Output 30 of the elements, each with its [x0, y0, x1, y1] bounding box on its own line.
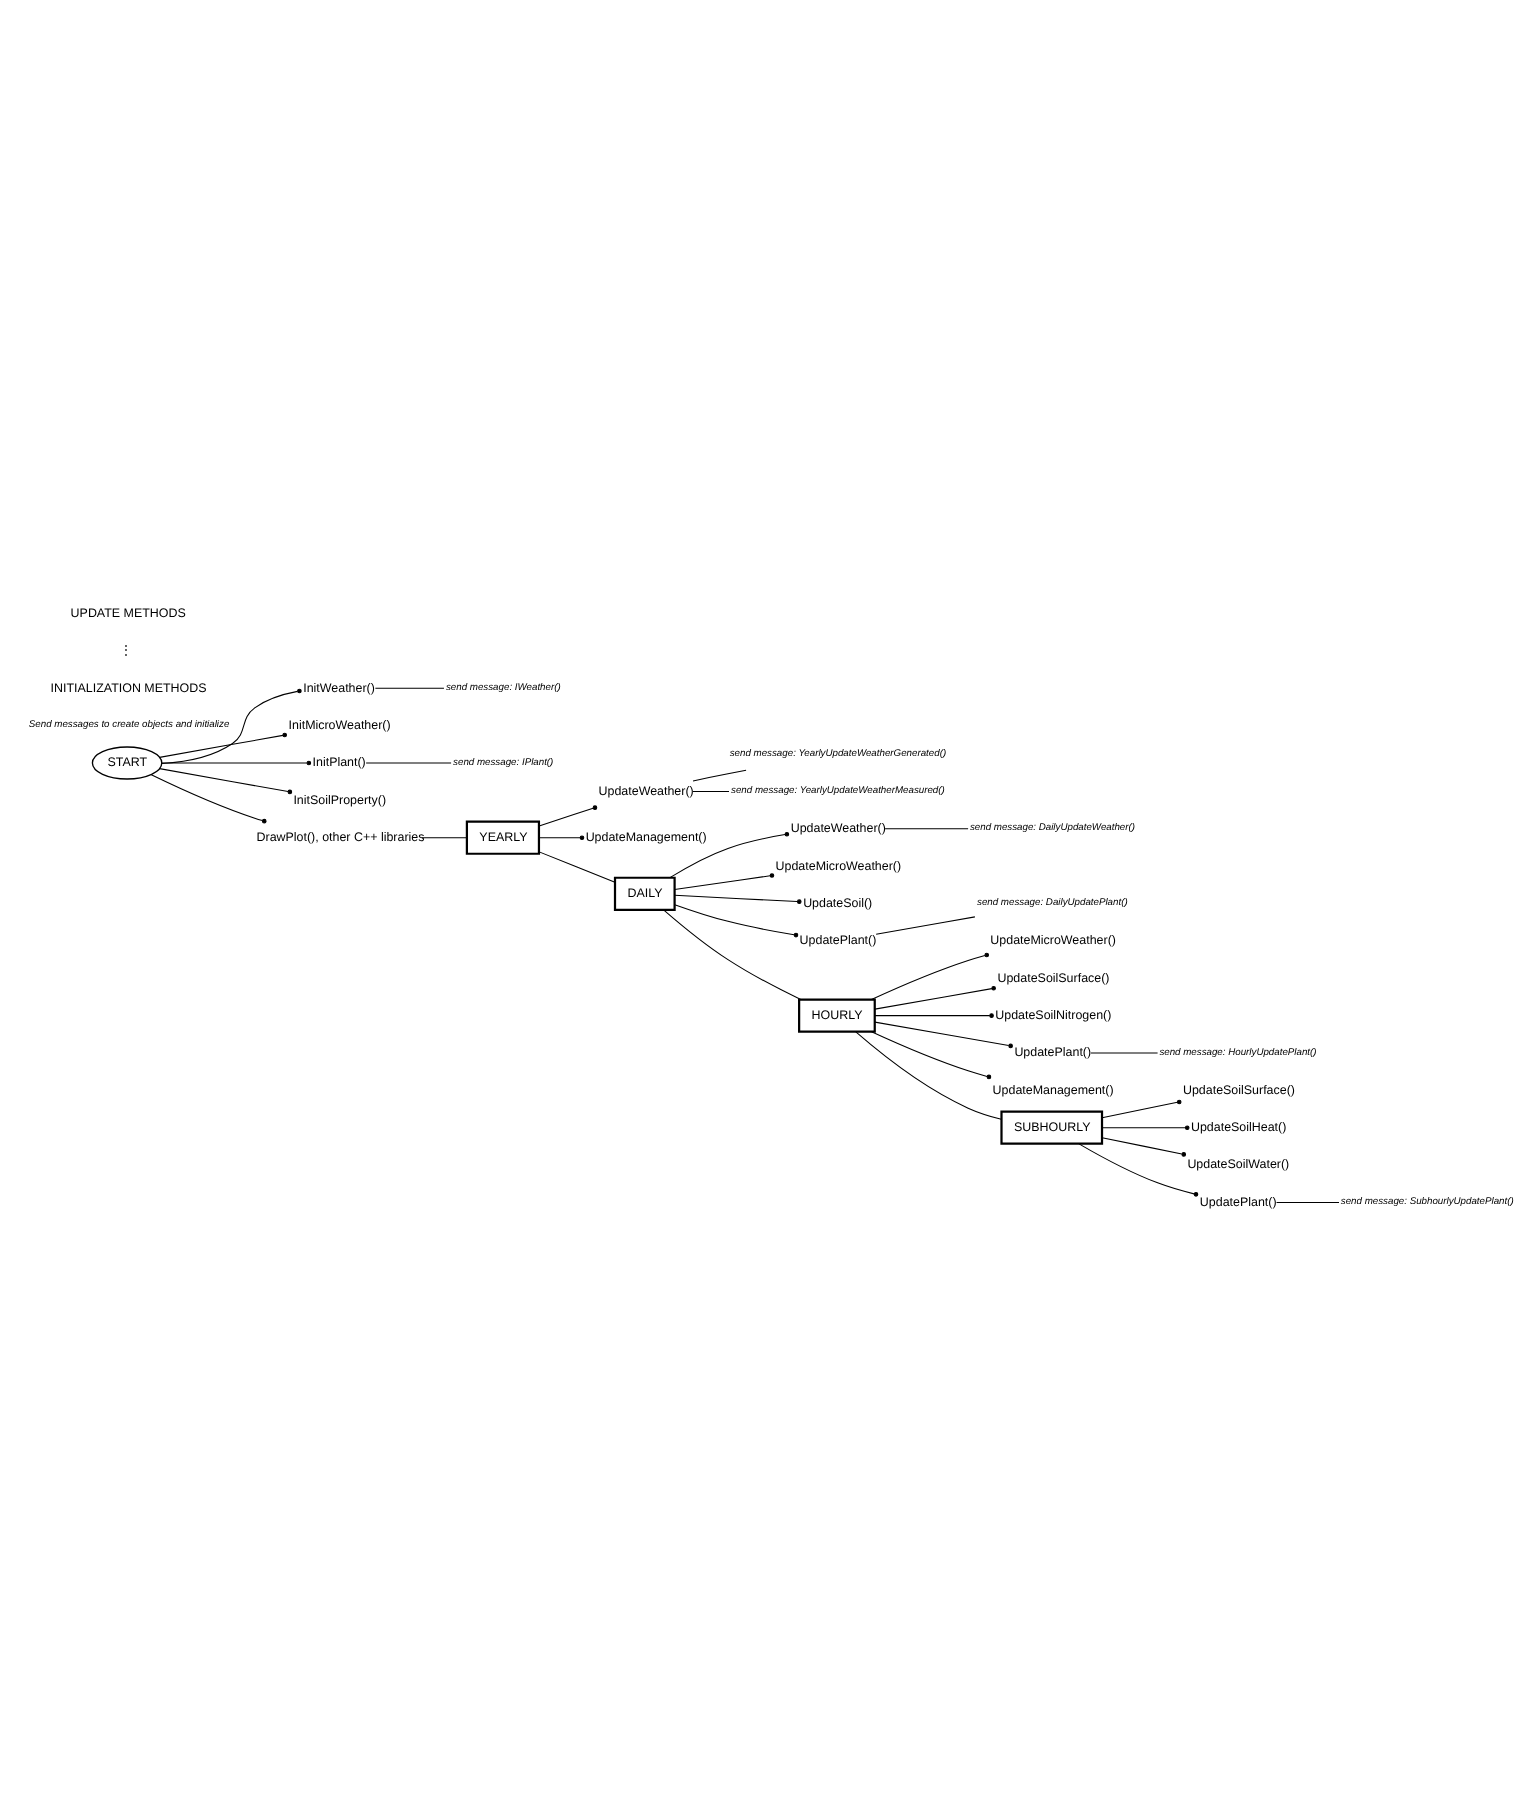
connector — [374, 686, 445, 688]
connector — [692, 789, 730, 791]
connector — [674, 903, 799, 937]
connector — [875, 915, 976, 934]
connector — [161, 687, 302, 763]
connector — [159, 731, 288, 757]
connector — [874, 1012, 994, 1017]
connector — [871, 951, 990, 1000]
connector — [538, 804, 598, 826]
connector — [1276, 1200, 1340, 1202]
connector — [884, 827, 969, 829]
connector — [538, 850, 616, 882]
connector — [150, 773, 267, 823]
connector — [538, 834, 585, 840]
connector — [874, 1020, 1013, 1048]
connector — [674, 872, 775, 890]
connector — [161, 759, 312, 765]
connector — [674, 893, 802, 903]
connector — [1101, 1098, 1182, 1118]
connector — [871, 1030, 992, 1079]
connector — [1078, 1142, 1199, 1196]
connector — [669, 831, 790, 878]
connector — [159, 767, 293, 794]
connector — [692, 768, 747, 781]
connector — [1101, 1136, 1187, 1156]
connector — [421, 836, 468, 838]
connector — [1101, 1124, 1190, 1130]
connector — [663, 908, 802, 1000]
connector — [874, 985, 996, 1009]
connector — [855, 1030, 1002, 1119]
